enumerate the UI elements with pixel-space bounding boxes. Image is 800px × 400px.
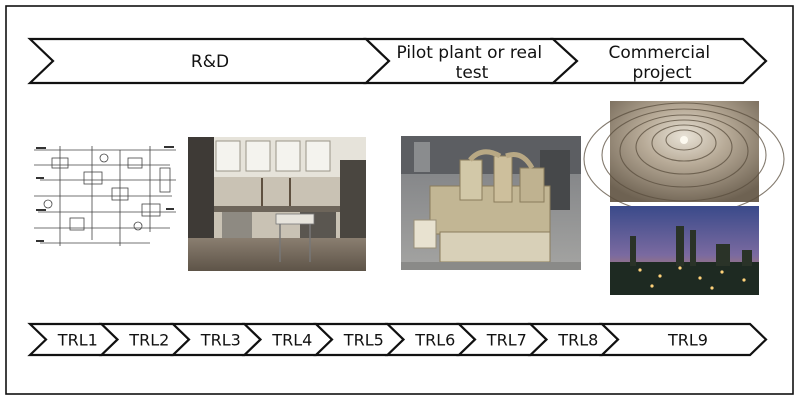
stage-label-commercial-line2: project [632, 63, 691, 83]
trl-label-6: TRL6 [414, 331, 455, 350]
trl-chevron-9 [599, 322, 768, 357]
stage-label-pilot-line1: Pilot plant or real [397, 43, 543, 63]
stage-label-rd: R&D [191, 52, 229, 72]
trl-label-4: TRL4 [271, 331, 312, 350]
trl-label-8: TRL8 [557, 331, 598, 350]
stage-label-rd-line1: R&D [191, 52, 229, 72]
pilot-plant-photo-image [401, 136, 581, 270]
stage-label-commercial: Commercial project [608, 43, 715, 83]
trl-label-5: TRL5 [343, 331, 384, 350]
trl-label-2: TRL2 [128, 331, 169, 350]
stage-arrows: R&D Pilot plant or real test Commercial … [27, 37, 768, 85]
refinery-at-dusk-photo-image [610, 206, 759, 295]
trl-label-7: TRL7 [486, 331, 527, 350]
stage-label-pilot-line2: test [456, 63, 489, 83]
trl-chevron-row: TRL1 TRL2 TRL3 TRL4 TRL5 TRL6 TRL7 TRL8 TRL9 [27, 322, 768, 357]
stage-label-pilot: Pilot plant or real test [397, 43, 548, 83]
trl-label-3: TRL3 [200, 331, 241, 350]
research-laboratory-photo-image [188, 137, 366, 271]
heliostat-field-aerial-photo-image [583, 101, 785, 216]
trl-label-1: TRL1 [57, 331, 98, 350]
stage-label-commercial-line1: Commercial [608, 43, 710, 63]
trl-label-9: TRL9 [667, 331, 708, 350]
process-flow-schematic-image [30, 140, 180, 250]
stage-arrow-commercial [550, 37, 768, 85]
